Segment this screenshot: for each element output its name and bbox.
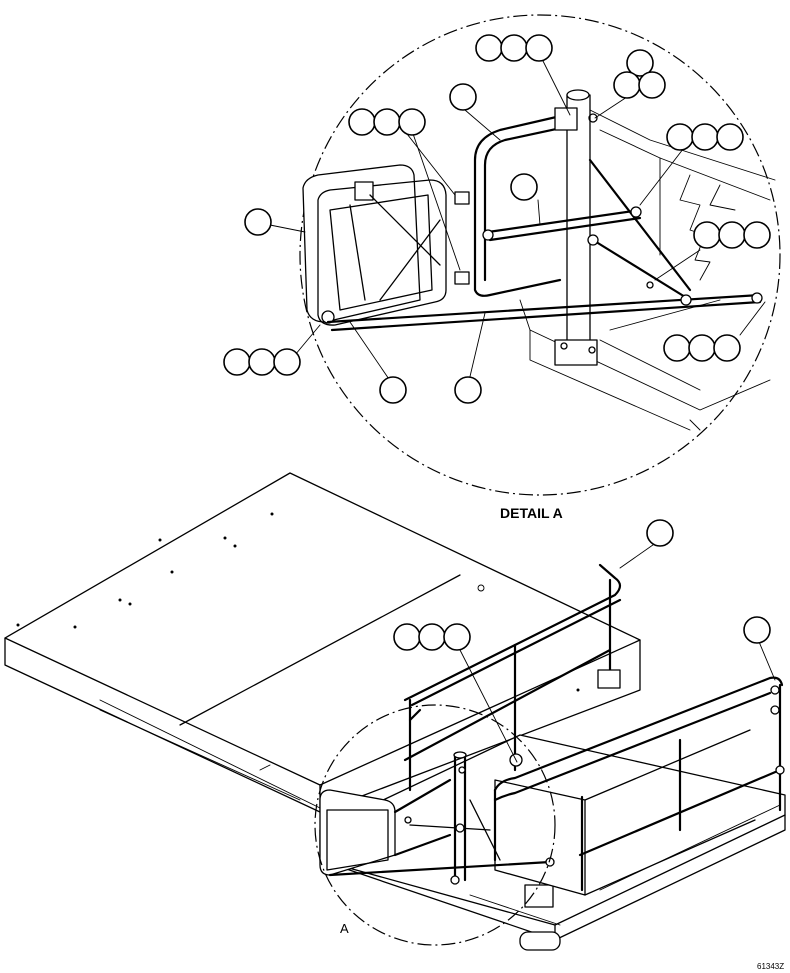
detail-gate-hinges xyxy=(454,107,598,285)
handrail-fittings xyxy=(509,669,785,775)
drawing-code: 61343Z xyxy=(757,962,784,971)
deck-holes xyxy=(16,512,580,692)
detail-leaders xyxy=(269,54,766,386)
detail-circle xyxy=(299,14,781,496)
deck-plate xyxy=(4,472,641,813)
detail-a-reference-circle xyxy=(314,704,556,946)
main-gate-assembly xyxy=(319,751,555,885)
detail-a-view: DETAIL A xyxy=(223,14,781,521)
detail-post xyxy=(554,89,598,366)
detail-swing-gate xyxy=(302,164,447,326)
handrail-front xyxy=(403,563,622,792)
detail-brace-fittings xyxy=(482,206,763,306)
detail-gate xyxy=(473,113,577,297)
main-view: A xyxy=(4,472,786,951)
view-marker-label: A xyxy=(340,921,349,936)
detail-callout-bubbles xyxy=(223,34,771,404)
main-callout-bubbles xyxy=(393,519,771,651)
detail-title: DETAIL A xyxy=(500,505,563,521)
detail-background-structure xyxy=(519,109,776,431)
handrail-right xyxy=(493,676,784,892)
